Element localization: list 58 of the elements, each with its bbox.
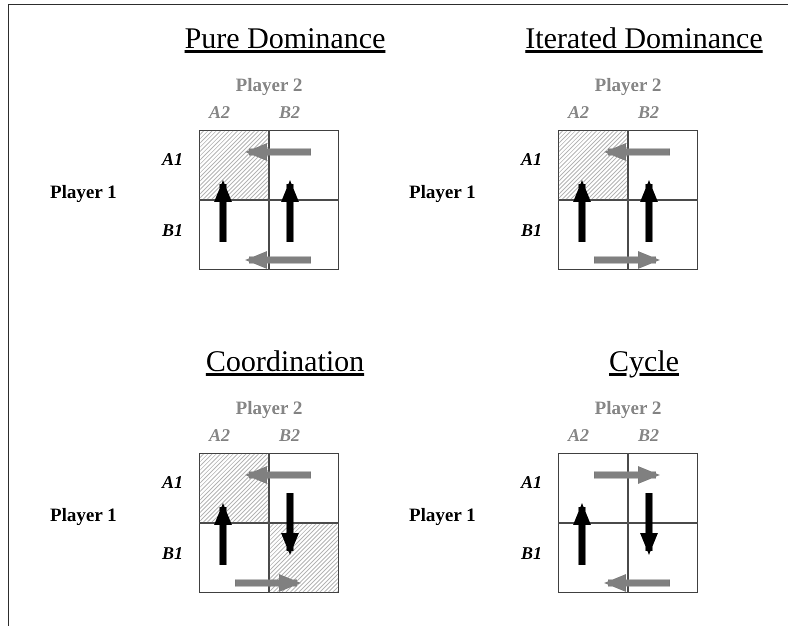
arrow <box>604 143 670 161</box>
strategy-label: B2 <box>638 102 660 123</box>
shaded-cell <box>558 130 628 200</box>
player-label: Player 1 <box>409 505 476 527</box>
strategy-label: B2 <box>279 102 300 123</box>
strategy-label: B1 <box>162 220 184 241</box>
matrix-cell <box>558 523 628 593</box>
matrix-cell <box>199 523 269 593</box>
strategy-label: A2 <box>209 102 230 123</box>
player-label: Player 2 <box>234 398 304 420</box>
strategy-label: A2 <box>209 425 230 446</box>
arrow <box>214 180 232 242</box>
strategy-label: B2 <box>279 425 300 446</box>
strategy-label: A1 <box>162 472 184 493</box>
matrix-cell <box>269 130 339 200</box>
player-label: Player 2 <box>594 75 662 97</box>
strategy-label: A1 <box>521 149 542 170</box>
arrow <box>281 180 299 242</box>
strategy-label: A2 <box>568 102 590 123</box>
matrix-cell <box>628 130 698 200</box>
arrow <box>604 574 670 592</box>
arrow <box>594 251 660 269</box>
strategy-label: A2 <box>568 425 590 446</box>
arrow <box>640 493 658 555</box>
matrix-cell <box>269 200 339 270</box>
player-label: Player 2 <box>234 75 304 97</box>
matrix-title: Pure Dominance <box>184 22 386 56</box>
shaded-cell <box>199 130 269 200</box>
player-label: Player 1 <box>409 182 476 204</box>
matrix-cell <box>269 453 339 523</box>
arrow <box>573 180 591 242</box>
shaded-cell <box>199 453 269 523</box>
strategy-label: A1 <box>521 472 542 493</box>
strategy-label: B1 <box>521 220 542 241</box>
strategy-label: A1 <box>162 149 184 170</box>
matrix-cell <box>628 523 698 593</box>
arrow <box>573 503 591 565</box>
player-label: Player 2 <box>594 398 662 420</box>
arrow <box>245 251 311 269</box>
player-label: Player 1 <box>50 505 117 527</box>
matrix-cell <box>558 453 628 523</box>
strategy-label: B2 <box>638 425 660 446</box>
player-label: Player 1 <box>50 182 117 204</box>
matrix-title: Coordination <box>204 345 366 379</box>
matrix-cell <box>558 200 628 270</box>
matrix-title: Iterated Dominance <box>524 22 764 56</box>
matrix-cell <box>628 453 698 523</box>
matrix-cell <box>628 200 698 270</box>
arrow <box>214 503 232 565</box>
matrix-title: Cycle <box>608 345 680 379</box>
arrow <box>245 466 311 484</box>
arrow <box>281 493 299 555</box>
strategy-label: B1 <box>521 543 542 564</box>
arrow <box>245 143 311 161</box>
strategy-label: B1 <box>162 543 184 564</box>
arrow <box>640 180 658 242</box>
matrix-cell <box>199 200 269 270</box>
arrow <box>235 574 301 592</box>
